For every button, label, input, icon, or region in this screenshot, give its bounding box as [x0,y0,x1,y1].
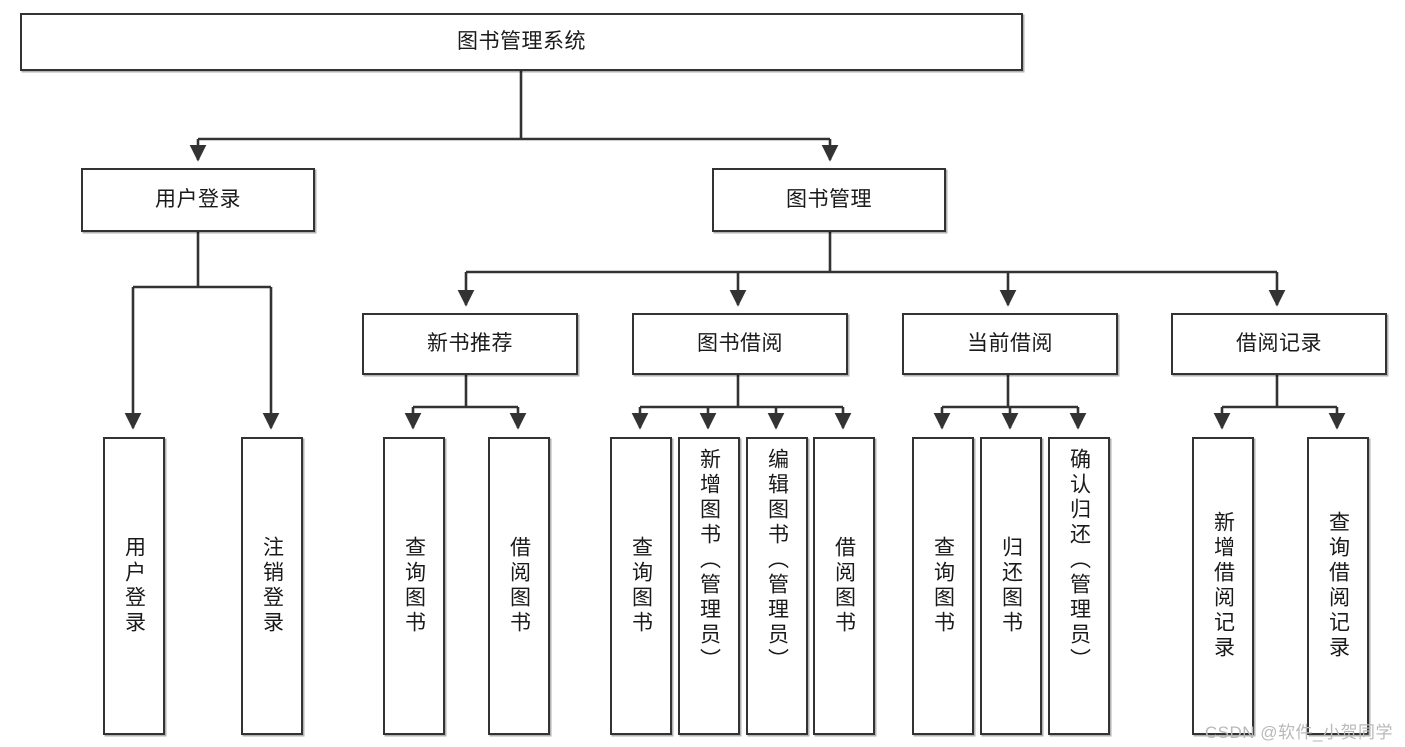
node-leaf-query-book-1-label: 查询图书 [402,536,426,636]
node-book-manage-label: 图书管理 [786,187,872,211]
node-leaf-return-book[interactable]: 归还图书 [980,437,1042,735]
node-borrow-record[interactable]: 借阅记录 [1171,313,1387,375]
node-leaf-add-record[interactable]: 新增借阅记录 [1192,437,1254,735]
node-book-borrow[interactable]: 图书借阅 [632,313,848,375]
node-leaf-add-book-label: 新增图书（管理员） [697,448,721,673]
node-leaf-user-logout-label: 注销登录 [260,536,284,636]
node-new-book-recommend-label: 新书推荐 [427,331,513,355]
node-leaf-confirm-return[interactable]: 确认归还（管理员） [1048,437,1110,735]
node-leaf-query-book-1[interactable]: 查询图书 [383,437,445,735]
node-leaf-query-record-label: 查询借阅记录 [1326,511,1350,661]
node-leaf-query-book-2-label: 查询图书 [629,536,653,636]
node-leaf-borrow-book-2-label: 借阅图书 [832,536,856,636]
node-leaf-borrow-book-1-label: 借阅图书 [507,536,531,636]
node-leaf-query-book-2[interactable]: 查询图书 [610,437,672,735]
node-leaf-confirm-return-label: 确认归还（管理员） [1067,448,1091,673]
node-root-label: 图书管理系统 [457,29,586,53]
node-leaf-return-book-label: 归还图书 [999,536,1023,636]
node-leaf-borrow-book-1[interactable]: 借阅图书 [488,437,550,735]
node-new-book-recommend[interactable]: 新书推荐 [362,313,578,375]
node-user-login[interactable]: 用户登录 [81,168,315,232]
node-leaf-edit-book-label: 编辑图书（管理员） [765,448,789,673]
node-leaf-user-login-label: 用户登录 [122,536,146,636]
node-borrow-record-label: 借阅记录 [1236,331,1322,355]
node-book-manage[interactable]: 图书管理 [712,168,946,232]
node-leaf-add-book[interactable]: 新增图书（管理员） [678,437,740,735]
node-leaf-user-login[interactable]: 用户登录 [103,437,165,735]
node-leaf-query-record[interactable]: 查询借阅记录 [1307,437,1369,735]
node-leaf-user-logout[interactable]: 注销登录 [241,437,303,735]
watermark: CSDN @软件_小贺同学 [1204,723,1393,742]
node-leaf-borrow-book-2[interactable]: 借阅图书 [813,437,875,735]
node-leaf-edit-book[interactable]: 编辑图书（管理员） [746,437,808,735]
node-current-borrow[interactable]: 当前借阅 [902,313,1118,375]
node-leaf-add-record-label: 新增借阅记录 [1211,511,1235,661]
node-book-borrow-label: 图书借阅 [697,331,783,355]
node-user-login-label: 用户登录 [155,187,241,211]
node-root[interactable]: 图书管理系统 [20,13,1023,71]
node-leaf-query-book-3[interactable]: 查询图书 [912,437,974,735]
node-current-borrow-label: 当前借阅 [967,331,1053,355]
node-leaf-query-book-3-label: 查询图书 [931,536,955,636]
